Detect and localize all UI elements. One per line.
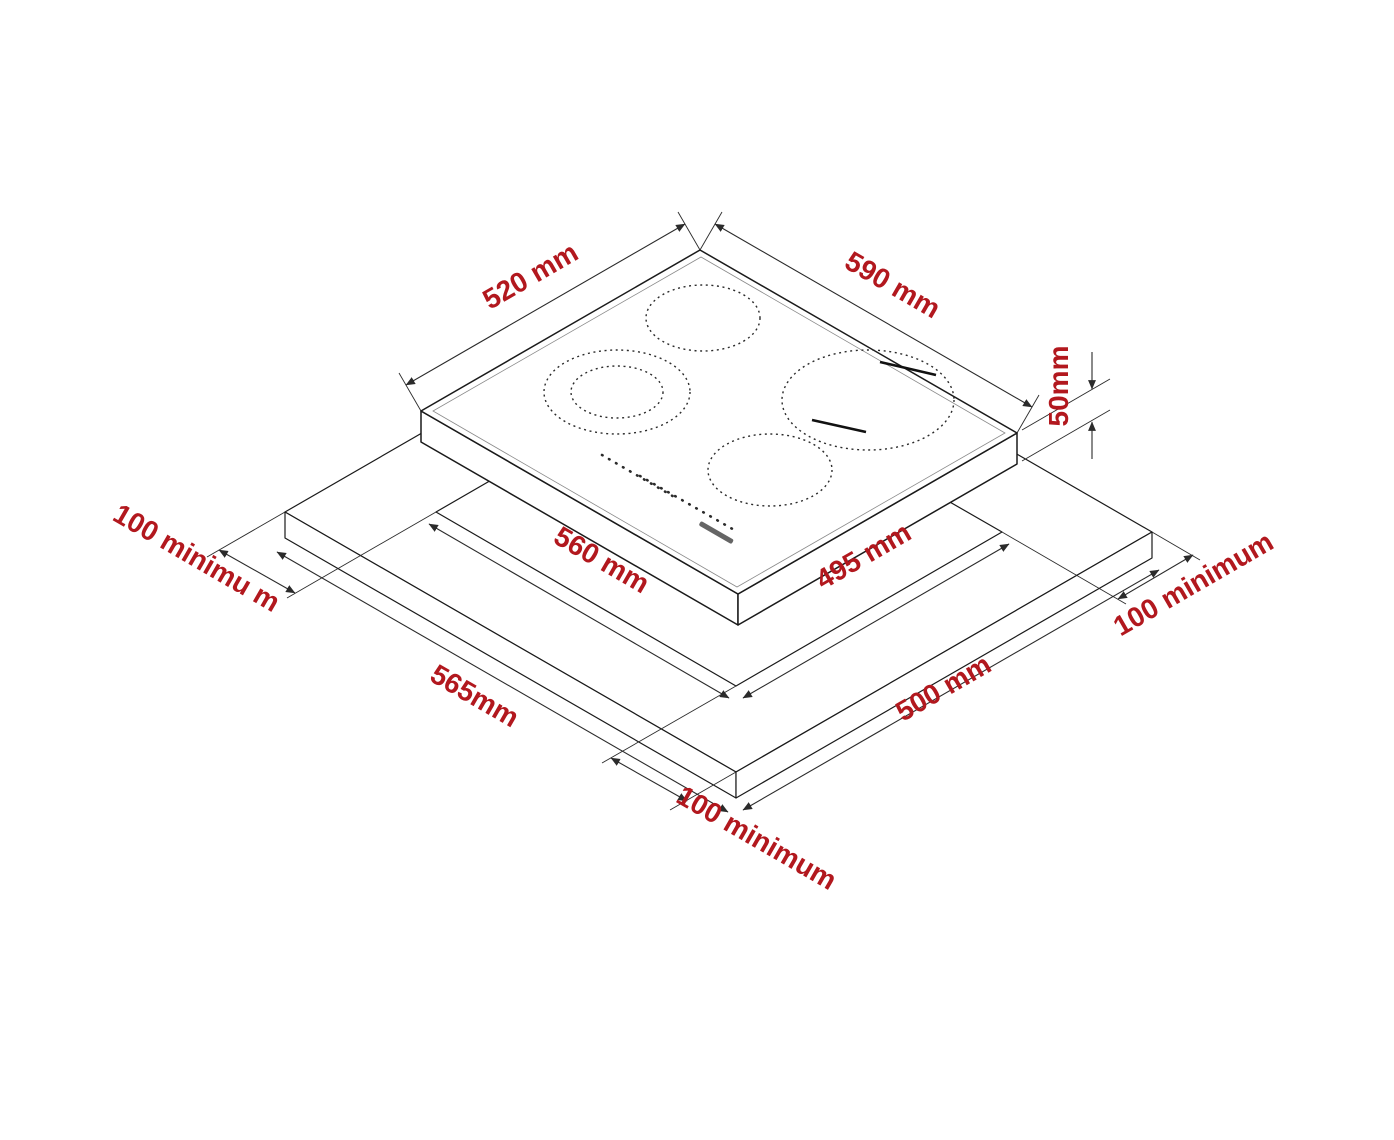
label-counter-left: 565mm [425,658,524,733]
label-clearance-front: 100 minimum [672,780,842,896]
burner-front-medium [707,433,833,507]
ext-line [677,211,701,251]
ext-line [1021,409,1111,462]
ext-line [669,771,737,811]
ext-line [699,211,723,251]
dim-line-hob-width [714,223,1033,408]
dim-line-hob-depth [405,223,686,386]
dim-line-clearance-right [1117,554,1194,600]
ext-line [1001,531,1127,605]
ext-line [398,372,422,412]
ext-line [1016,394,1040,434]
dim-line-clearance-left [218,549,296,594]
ext-line [286,511,437,599]
label-hob-width: 590 mm [840,245,946,324]
ext-line [206,511,286,558]
dim-line-counter-right [742,569,1160,811]
label-hob-height: 50mm [1043,346,1074,427]
ext-line [601,685,737,764]
dimension-lines [206,211,1201,813]
label-clearance-left: 100 minimu m [108,498,285,618]
burner-left-dual-inner [570,365,664,419]
dim-line-clearance-front [610,757,688,802]
label-hob-depth: 520 mm [477,236,583,315]
ext-line [1151,531,1201,561]
bridge-zone-mark-lower [811,418,867,434]
